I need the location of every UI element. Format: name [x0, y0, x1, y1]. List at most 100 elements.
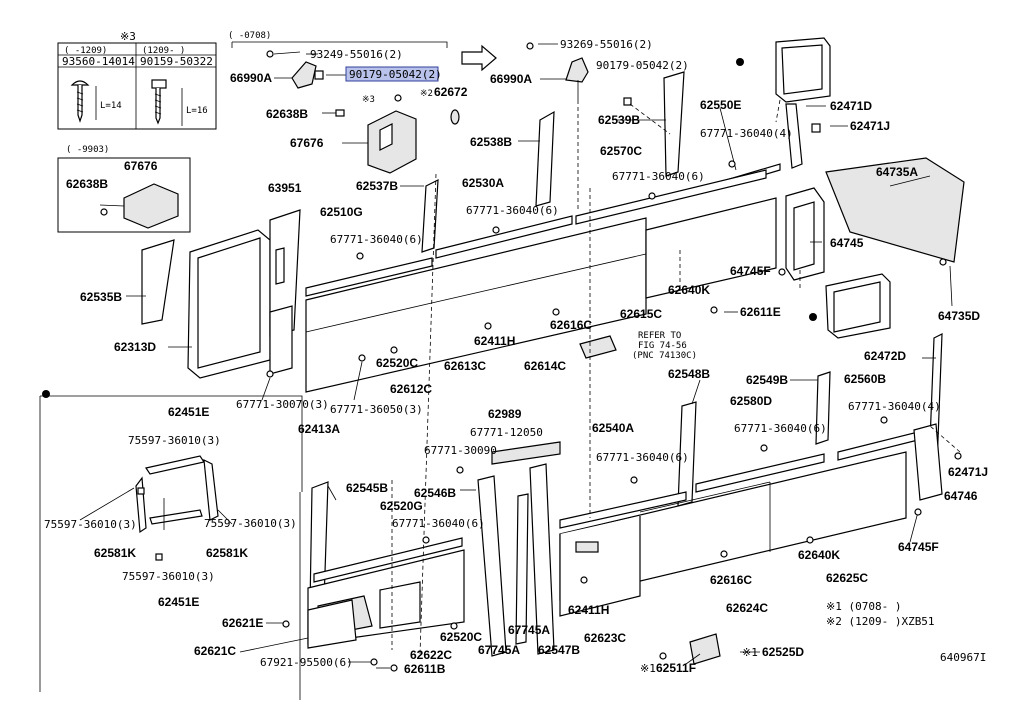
label-67771-36040-6c: 67771-36040(6) [330, 233, 423, 246]
label-62413a: 62413A [298, 422, 340, 436]
label-93269: 93269-55016(2) [560, 38, 653, 51]
label-62622c: 62622C [410, 648, 452, 662]
label-67771-36040-4b: 67771-36040(4) [848, 400, 941, 413]
refer-line1: REFER TO [638, 331, 681, 341]
inset-col1-range: ( -1209) [64, 46, 107, 56]
refer-line3: (PNC 74130C) [632, 351, 697, 361]
label-62580d: 62580D [730, 394, 772, 408]
label-62520g: 62520G [380, 499, 423, 513]
label-62535b: 62535B [80, 290, 122, 304]
label-62550e: 62550E [700, 98, 741, 112]
inset-col2-range: (1209- ) [142, 46, 185, 56]
label-66990a-left: 66990A [230, 71, 272, 85]
label-67771-30070: 67771-30070(3) [236, 398, 329, 411]
label-62451e-top: 62451E [168, 405, 209, 419]
inset-lower-left [39, 390, 303, 700]
label-62640k-bottom: 62640K [798, 548, 840, 562]
label-62546b: 62546B [414, 486, 456, 500]
label-62511f: 62511F [656, 661, 696, 675]
inset-mid-clip: 62638B [66, 177, 108, 191]
inset-part1: 93560-14014 [62, 55, 135, 68]
label-64745f-bottom: 64745F [898, 540, 939, 554]
inset-bracket: ( -9903) 67676 62638B [57, 145, 191, 233]
highlight-box [345, 66, 439, 82]
label-62638b: 62638B [266, 107, 308, 121]
label-67771-36040-6d: 67771-36040(6) [596, 451, 689, 464]
label-62616c-bottom: 62616C [710, 573, 752, 587]
label-62613c: 62613C [444, 359, 486, 373]
label-62989: 62989 [488, 407, 522, 421]
label-62545b: 62545B [346, 481, 388, 495]
right-top-bracket [526, 42, 632, 106]
label-67676: 67676 [290, 136, 324, 150]
label-75597-a: 75597-36010(3) [128, 434, 221, 447]
label-62540a: 62540A [592, 421, 634, 435]
label-star1-b: ※1 [742, 646, 758, 659]
label-75597-c: 75597-36010(3) [204, 517, 297, 530]
label-67921: 67921-95500(6) [260, 656, 353, 669]
inset-star-label: ※3 [120, 30, 136, 43]
label-62451e-bottom: 62451E [158, 595, 199, 609]
inset-mid-part: 67676 [124, 159, 158, 173]
label-67771-36050: 67771-36050(3) [330, 403, 423, 416]
refer-line2: FIG 74-56 [638, 341, 687, 351]
reference-id: 640967I [940, 651, 986, 664]
label-62520c-top: 62520C [376, 356, 418, 370]
label-62623c: 62623C [584, 631, 626, 645]
label-62549b: 62549B [746, 373, 788, 387]
inset-fastener-table: ※3 ( -1209) (1209- ) 93560-14014 90159-5… [57, 30, 217, 130]
label-62625c: 62625C [826, 571, 868, 585]
label-62530a: 62530A [462, 176, 504, 190]
label-90179-highlighted: 90179-05042(2) [349, 68, 442, 81]
label-62621c: 62621C [194, 644, 236, 658]
label-star1-a: ※1 [640, 662, 656, 675]
inset-dim1: L=14 [100, 101, 122, 111]
label-62624c: 62624C [726, 601, 768, 615]
label-62570c: 62570C [600, 144, 642, 158]
label-62471j-bottom: 62471J [948, 465, 988, 479]
label-62615c: 62615C [620, 307, 662, 321]
label-64746: 64746 [944, 489, 978, 503]
label-64735a: 64735A [876, 165, 918, 179]
label-67771-36040-6a: 67771-36040(6) [612, 170, 705, 183]
label-62510g: 62510G [320, 205, 363, 219]
label-62520c-bottom: 62520C [440, 630, 482, 644]
left-window [141, 209, 301, 379]
leader-lines [391, 99, 961, 655]
label-62621e: 62621E [222, 616, 263, 630]
label-62525d: 62525D [762, 645, 804, 659]
label-62614c: 62614C [524, 359, 566, 373]
solid-leaders [79, 43, 953, 669]
label-67771-36040-6f: 67771-36040(6) [392, 517, 485, 530]
label-star3: ※3 [362, 95, 375, 105]
label-62581k-left: 62581K [94, 546, 136, 560]
label-93249: 93249-55016(2) [310, 48, 403, 61]
label-62611b: 62611B [404, 662, 446, 676]
label-75597-d: 75597-36010(3) [122, 570, 215, 583]
label-64745: 64745 [830, 236, 864, 250]
label-star2: ※2 [420, 89, 433, 99]
inset-dim2: L=16 [186, 106, 208, 116]
inset-mid-range: ( -9903) [66, 145, 109, 155]
label-67745a-right: 67745A [508, 623, 550, 637]
label-62611e: 62611E [740, 305, 781, 319]
label-90179-right: 90179-05042(2) [596, 59, 689, 72]
label-67745a-left: 67745A [478, 643, 520, 657]
label-62472d: 62472D [864, 349, 906, 363]
label-75597-b: 75597-36010(3) [44, 518, 137, 531]
label-62581k-right: 62581K [206, 546, 248, 560]
top-bracket-group: ( -0708) [228, 31, 497, 174]
label-67771-36040-6e: 67771-36040(6) [734, 422, 827, 435]
inset-part2: 90159-50322 [140, 55, 213, 68]
label-62547b: 62547B [538, 643, 580, 657]
range-0708: ( -0708) [228, 31, 271, 41]
label-62612c: 62612C [390, 382, 432, 396]
label-66990a-right: 66990A [490, 72, 532, 86]
note-1: ※1 (0708- ) [826, 600, 901, 613]
label-62548b: 62548B [668, 367, 710, 381]
label-64745f-top: 64745F [730, 264, 771, 278]
label-62313d: 62313D [114, 340, 156, 354]
label-62640k-top: 62640K [668, 283, 710, 297]
